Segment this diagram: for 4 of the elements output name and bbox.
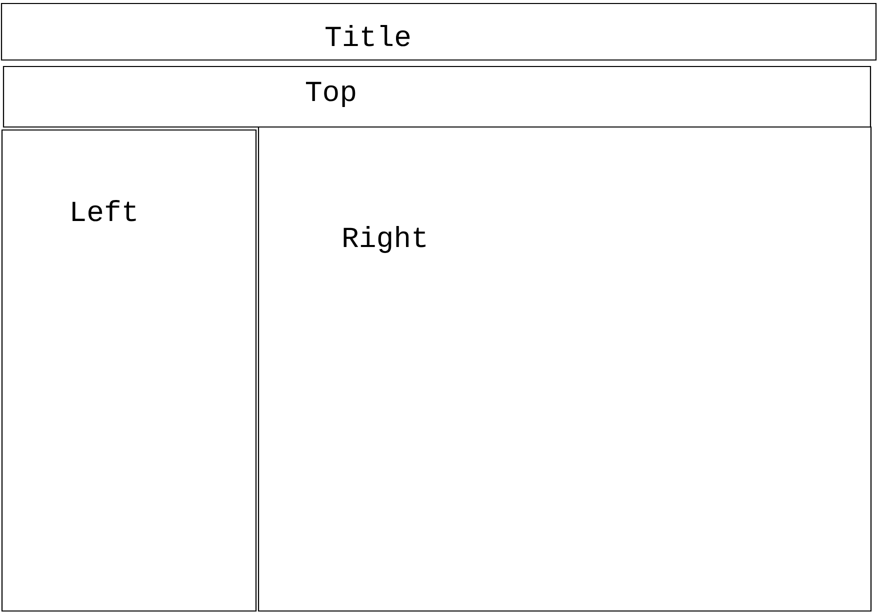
side-panel: Left xyxy=(1,129,257,612)
header-box: Top xyxy=(2,66,872,128)
main-panel: Right xyxy=(258,126,872,612)
title-box: Title xyxy=(0,2,877,61)
